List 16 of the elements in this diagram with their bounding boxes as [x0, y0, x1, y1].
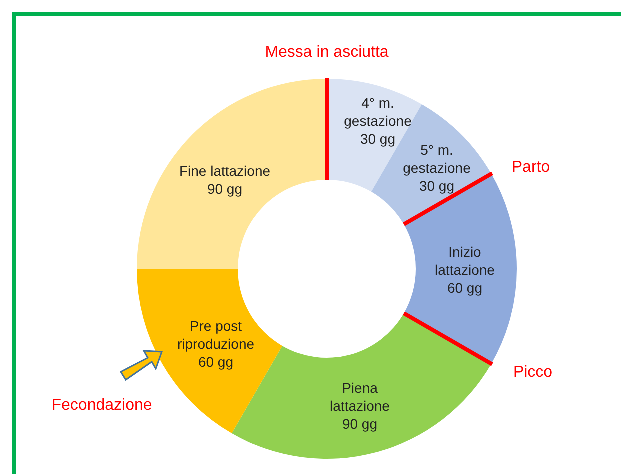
annotation-label: Messa in asciutta	[265, 44, 389, 62]
segment-label: Inizio lattazione	[434, 243, 496, 279]
value-label: 60 gg	[446, 279, 484, 297]
segment-label: Pre post riproduzione	[176, 317, 256, 353]
segment-label: 5° m. gestazione	[402, 141, 472, 177]
value-label: 30 gg	[359, 130, 397, 148]
segment-label: Piena lattazione	[329, 379, 391, 415]
annotation-label: Fecondazione	[52, 397, 152, 415]
value-label: 90 gg	[206, 180, 244, 198]
value-label: 90 gg	[341, 415, 379, 433]
value-label: 30 gg	[418, 177, 456, 195]
value-label: 60 gg	[197, 353, 235, 371]
segment-label: 4° m. gestazione	[343, 94, 413, 130]
annotation-label: Parto	[512, 159, 550, 177]
annotation-label: Picco	[513, 364, 553, 382]
segment-label: Fine lattazione	[179, 162, 271, 180]
